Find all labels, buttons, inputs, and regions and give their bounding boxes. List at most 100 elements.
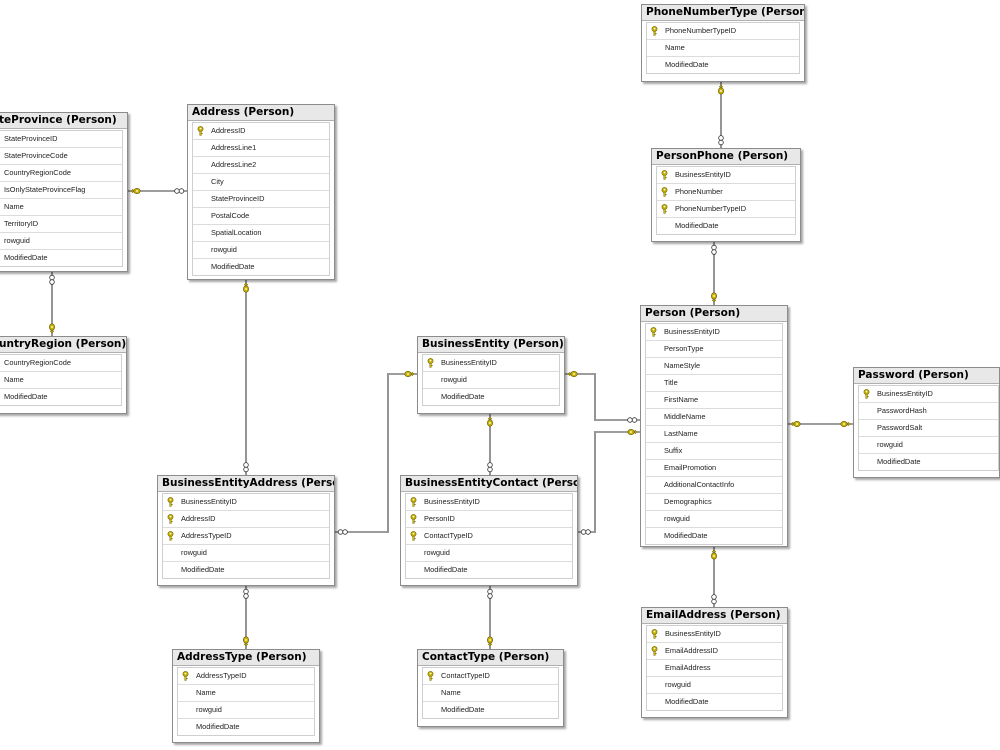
column-row[interactable]: EmailAddress	[647, 660, 782, 677]
column-name: ModifiedDate	[664, 531, 708, 540]
column-row[interactable]: BusinessEntityID	[657, 167, 795, 184]
column-row[interactable]: BusinessEntityID	[406, 494, 572, 511]
column-row[interactable]: AddressTypeID	[163, 528, 329, 545]
table-contact-type[interactable]: ContactType (Person) ContactTypeID Name …	[417, 649, 564, 727]
column-row[interactable]: ModifiedDate	[0, 389, 121, 405]
column-name: ModifiedDate	[877, 457, 921, 466]
column-row[interactable]: MiddleName	[646, 409, 782, 426]
column-row[interactable]: AddressID	[163, 511, 329, 528]
table-business-entity[interactable]: BusinessEntity (Person) BusinessEntityID…	[417, 336, 565, 414]
table-person-phone[interactable]: PersonPhone (Person) BusinessEntityID Ph…	[651, 148, 801, 242]
table-address-type[interactable]: AddressType (Person) AddressTypeID Name …	[172, 649, 320, 743]
key-icon	[426, 358, 435, 368]
column-row[interactable]: ModifiedDate	[423, 389, 559, 405]
column-row[interactable]: PhoneNumberTypeID	[647, 23, 799, 40]
column-name: ModifiedDate	[424, 565, 468, 574]
column-row[interactable]: Name	[0, 372, 121, 389]
column-row[interactable]: NameStyle	[646, 358, 782, 375]
column-row[interactable]: EmailPromotion	[646, 460, 782, 477]
column-row[interactable]: PostalCode	[193, 208, 329, 225]
column-row[interactable]: AddressID	[193, 123, 329, 140]
column-row[interactable]: BusinessEntityID	[646, 324, 782, 341]
column-row[interactable]: ModifiedDate	[859, 454, 998, 470]
column-row[interactable]: BusinessEntityID	[859, 386, 998, 403]
column-row[interactable]: CountryRegionCode	[0, 165, 122, 182]
column-row[interactable]: ModifiedDate	[647, 694, 782, 710]
column-row[interactable]: PhoneNumberTypeID	[657, 201, 795, 218]
column-row[interactable]: Name	[647, 40, 799, 57]
column-row[interactable]: rowguid	[647, 677, 782, 694]
column-row[interactable]: Name	[423, 685, 558, 702]
column-row[interactable]: rowguid	[163, 545, 329, 562]
column-row[interactable]: LastName	[646, 426, 782, 443]
column-row[interactable]: rowguid	[193, 242, 329, 259]
column-row[interactable]: rowguid	[178, 702, 314, 719]
column-row[interactable]: StateProvinceID	[193, 191, 329, 208]
column-row[interactable]: rowguid	[646, 511, 782, 528]
column-name: EmailAddress	[665, 663, 711, 672]
column-row[interactable]: ModifiedDate	[163, 562, 329, 578]
column-row[interactable]: rowguid	[0, 233, 122, 250]
column-name: ModifiedDate	[675, 221, 719, 230]
column-row[interactable]: Name	[178, 685, 314, 702]
column-name: rowguid	[877, 440, 903, 449]
column-row[interactable]: rowguid	[423, 372, 559, 389]
column-row[interactable]: ContactTypeID	[423, 668, 558, 685]
column-row[interactable]: StateProvinceID	[0, 131, 122, 148]
column-row[interactable]: ModifiedDate	[647, 57, 799, 73]
column-name: ModifiedDate	[665, 697, 709, 706]
column-row[interactable]: ModifiedDate	[193, 259, 329, 275]
column-row[interactable]: AdditionalContactInfo	[646, 477, 782, 494]
column-row[interactable]: PhoneNumber	[657, 184, 795, 201]
column-row[interactable]: AddressLine2	[193, 157, 329, 174]
column-row[interactable]: SpatialLocation	[193, 225, 329, 242]
table-country-region[interactable]: untryRegion (Person) CountryRegionCode N…	[0, 336, 127, 414]
column-row[interactable]: ModifiedDate	[646, 528, 782, 544]
table-password[interactable]: Password (Person) BusinessEntityID Passw…	[853, 367, 1000, 478]
table-address[interactable]: Address (Person) AddressID AddressLine1 …	[187, 104, 335, 280]
column-row[interactable]: Suffix	[646, 443, 782, 460]
column-row[interactable]: rowguid	[406, 545, 572, 562]
table-title: PhoneNumberType (Person)	[642, 5, 804, 21]
key-icon	[166, 514, 175, 524]
column-row[interactable]: PasswordHash	[859, 403, 998, 420]
one-end-key-icon	[487, 636, 493, 647]
one-end-key-icon	[711, 549, 717, 560]
column-row[interactable]: FirstName	[646, 392, 782, 409]
column-row[interactable]: ModifiedDate	[178, 719, 314, 735]
column-row[interactable]: TerritoryID	[0, 216, 122, 233]
column-row[interactable]: PasswordSalt	[859, 420, 998, 437]
column-row[interactable]: ModifiedDate	[423, 702, 558, 718]
many-end-icon	[178, 188, 185, 194]
column-row[interactable]: Demographics	[646, 494, 782, 511]
table-phone-number-type[interactable]: PhoneNumberType (Person) PhoneNumberType…	[641, 4, 805, 82]
column-row[interactable]: PersonType	[646, 341, 782, 358]
column-row[interactable]: Name	[0, 199, 122, 216]
column-row[interactable]: BusinessEntityID	[163, 494, 329, 511]
column-row[interactable]: PersonID	[406, 511, 572, 528]
column-name: MiddleName	[664, 412, 706, 421]
column-row[interactable]: StateProvinceCode	[0, 148, 122, 165]
table-person[interactable]: Person (Person) BusinessEntityID PersonT…	[640, 305, 788, 547]
column-row[interactable]: EmailAddressID	[647, 643, 782, 660]
column-row[interactable]: BusinessEntityID	[423, 355, 559, 372]
column-row[interactable]: AddressLine1	[193, 140, 329, 157]
column-row[interactable]: ContactTypeID	[406, 528, 572, 545]
column-row[interactable]: CountryRegionCode	[0, 355, 121, 372]
column-row[interactable]: ModifiedDate	[657, 218, 795, 234]
column-row[interactable]: BusinessEntityID	[647, 626, 782, 643]
column-row[interactable]: rowguid	[859, 437, 998, 454]
column-row[interactable]: ModifiedDate	[0, 250, 122, 266]
column-name: AdditionalContactInfo	[664, 480, 735, 489]
column-row[interactable]: IsOnlyStateProvinceFlag	[0, 182, 122, 199]
table-email-address[interactable]: EmailAddress (Person) BusinessEntityID E…	[641, 607, 788, 718]
column-row[interactable]: ModifiedDate	[406, 562, 572, 578]
table-business-entity-address[interactable]: BusinessEntityAddress (Person) BusinessE…	[157, 475, 335, 586]
column-row[interactable]: City	[193, 174, 329, 191]
relationship-line	[565, 373, 640, 421]
column-row[interactable]: Title	[646, 375, 782, 392]
table-business-entity-contact[interactable]: BusinessEntityContact (Person) BusinessE…	[400, 475, 578, 586]
column-row[interactable]: AddressTypeID	[178, 668, 314, 685]
table-state-province[interactable]: teProvince (Person) StateProvinceID Stat…	[0, 112, 128, 272]
